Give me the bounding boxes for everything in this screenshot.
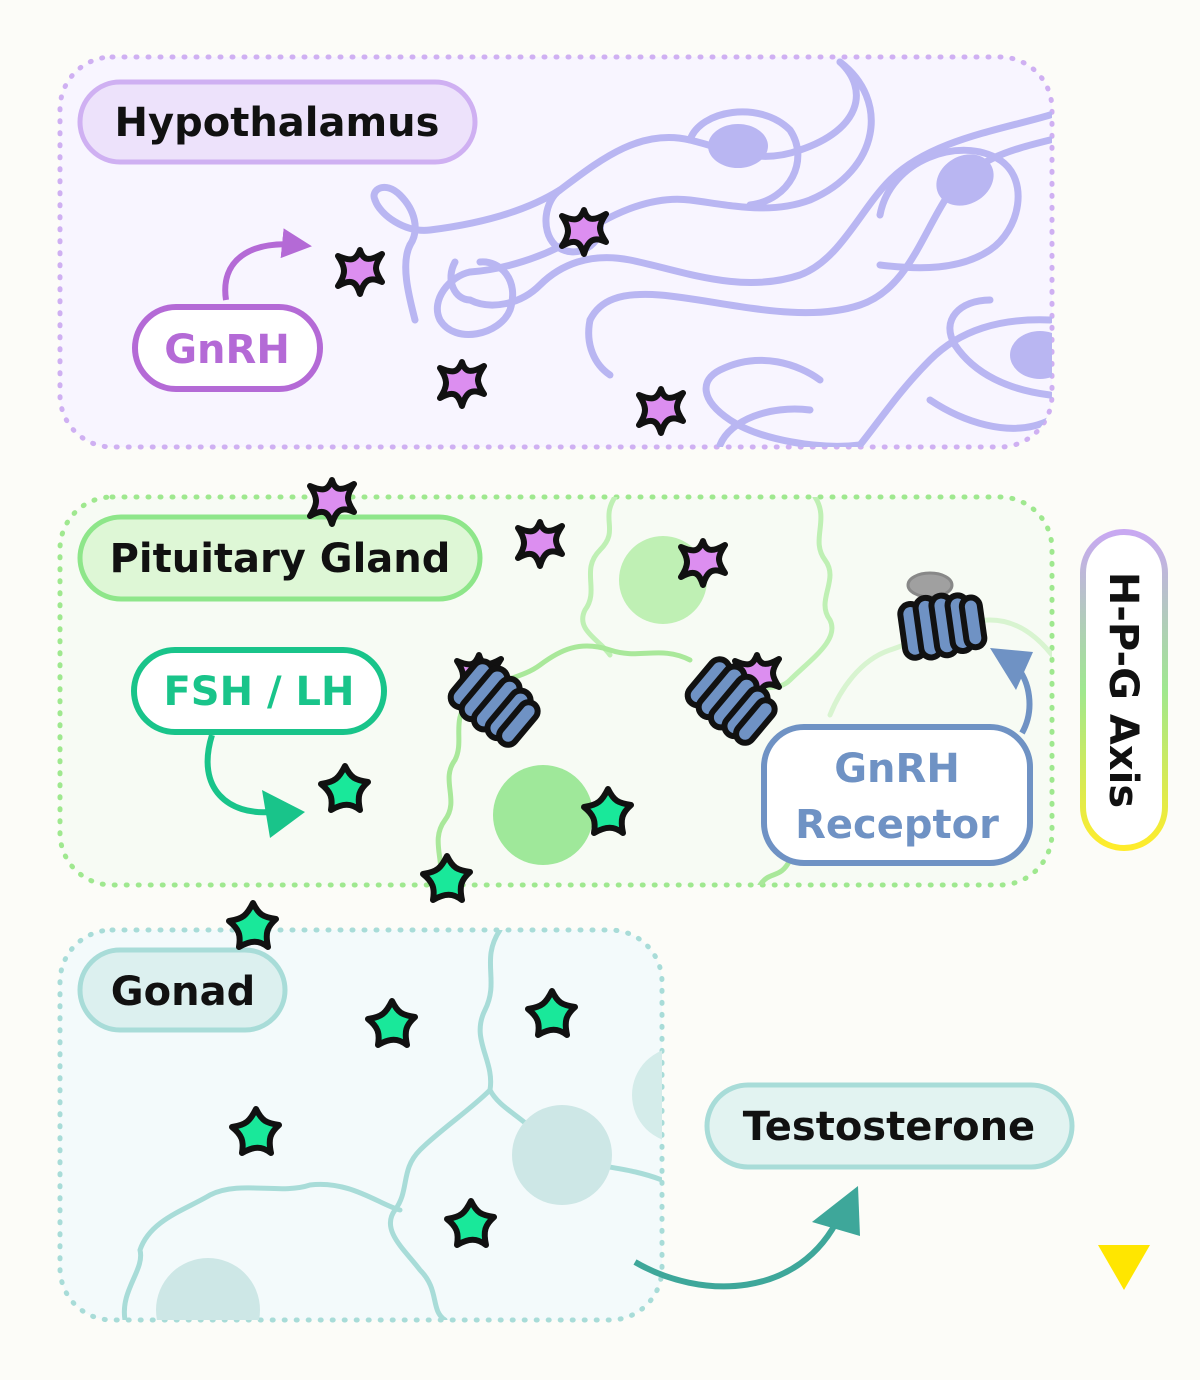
hypothalamus-region: Hypothalamus GnRH [57,54,1055,450]
pituitary-label-pill [77,514,483,602]
testosterone-label: Testosterone [743,1104,1035,1150]
hypothalamus-label: Hypothalamus [115,100,440,146]
pituitary-label: Pituitary Gland [110,536,451,582]
testosterone-label-pill [704,1082,1075,1170]
gnrh-receptor-unbound [898,571,986,661]
gnrh-receptor-label-line2: Receptor [795,802,999,848]
pituitary-region: Pituitary Gland FSH / LH GnRH Receptor [57,494,1055,888]
fsh-lh-label: FSH / LH [163,669,354,715]
gonad-cell-nucleus [632,1047,662,1143]
gonad-cell-nucleus [156,1258,260,1320]
gonad-region: Gonad [57,927,665,1323]
hypothalamus-label-pill [77,79,478,165]
gonad-label-pill [77,947,288,1033]
gonad-cell-nucleus [512,1105,612,1205]
testosterone-arrowhead [812,1186,860,1236]
testosterone-output: Testosterone [633,1082,1075,1290]
gnrh-release-arrow [222,228,312,301]
gnrh-receptor-label-line1: GnRH [834,746,960,792]
gnrh-label-pill [132,304,323,392]
hpg-axis-label: H-P-G Axis [1100,572,1146,808]
fsh-lh-arrowhead [262,790,305,838]
hpg-axis-label-pill [1080,529,1168,851]
gnrh-label: GnRH [164,327,290,373]
testosterone-arrow [633,1213,843,1290]
gonad-label: Gonad [111,969,255,1015]
receptor-arrowhead [990,648,1033,690]
hpg-axis: H-P-G Axis [1080,90,1168,1290]
fsh-lh-release-arrow [204,734,271,816]
fsh-lh-label-pill [131,647,387,735]
neuron-nuclei [708,124,1052,379]
pituitary-cell-nucleus [493,765,593,865]
hpg-axis-arrowhead [1098,1245,1150,1290]
gnrh-receptor-label-box [761,724,1033,866]
